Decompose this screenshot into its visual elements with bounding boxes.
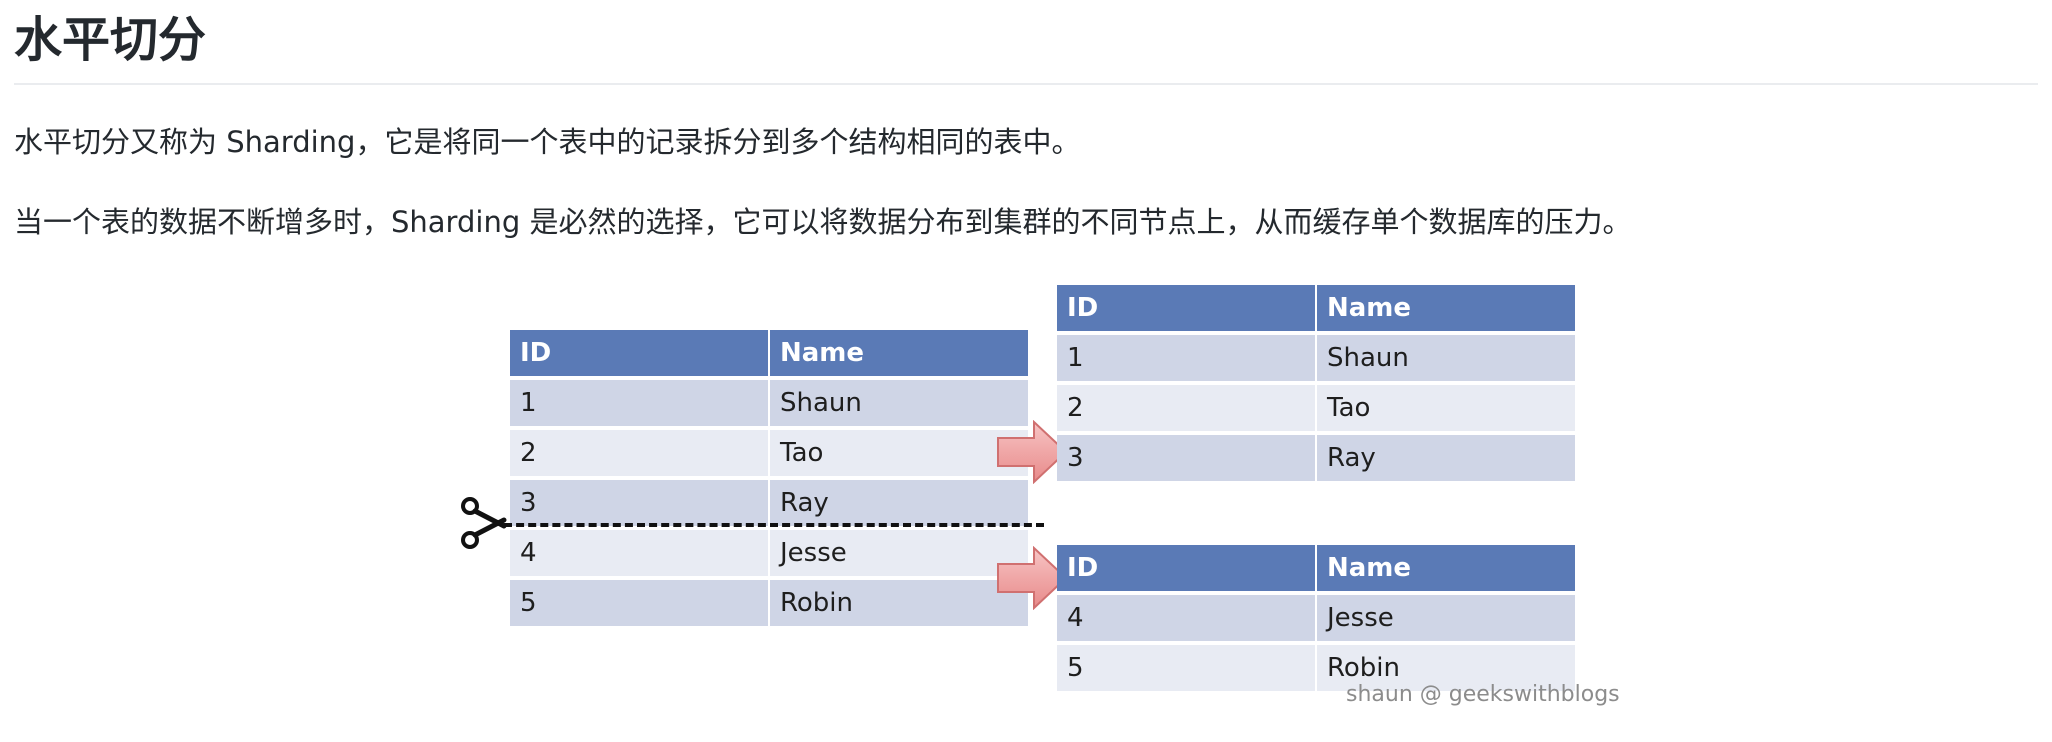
cell-name: Robin — [770, 580, 1028, 630]
cell-name: Tao — [770, 430, 1028, 480]
cell-id: 5 — [1057, 645, 1317, 695]
column-header-name: Name — [1317, 285, 1575, 335]
cell-id: 2 — [510, 430, 770, 480]
cell-name: Jesse — [1317, 595, 1575, 645]
source-table: ID Name 1 Shaun 2 Tao 3 Ray 4 Jesse 5 Ro… — [510, 330, 1028, 630]
heading-divider — [14, 83, 2038, 85]
cell-id: 3 — [1057, 435, 1317, 485]
table-row: 1 Shaun — [1057, 335, 1575, 385]
column-header-id: ID — [1057, 285, 1317, 335]
paragraph-2: 当一个表的数据不断增多时，Sharding 是必然的选择，它可以将数据分布到集群… — [14, 205, 1632, 239]
table-header-row: ID Name — [510, 330, 1028, 380]
column-header-id: ID — [510, 330, 770, 380]
section-heading: 水平切分 — [14, 12, 207, 68]
cell-name: Ray — [1317, 435, 1575, 485]
cell-id: 4 — [510, 530, 770, 580]
cell-id: 1 — [1057, 335, 1317, 385]
table-row: 5 Robin — [1057, 645, 1575, 695]
arrow-right-icon — [997, 546, 1068, 610]
shard-table-1: ID Name 1 Shaun 2 Tao 3 Ray — [1057, 285, 1575, 485]
table-row: 2 Tao — [510, 430, 1028, 480]
table-row: 5 Robin — [510, 580, 1028, 630]
column-header-name: Name — [770, 330, 1028, 380]
table-row: 1 Shaun — [510, 380, 1028, 430]
cell-id: 4 — [1057, 595, 1317, 645]
cell-name: Jesse — [770, 530, 1028, 580]
table-row: 3 Ray — [510, 480, 1028, 530]
image-watermark: shaun @ geekswithblogs — [1346, 682, 1620, 707]
cell-name: Ray — [770, 480, 1028, 530]
table-row: 2 Tao — [1057, 385, 1575, 435]
column-header-name: Name — [1317, 545, 1575, 595]
table-header-row: ID Name — [1057, 285, 1575, 335]
cell-id: 5 — [510, 580, 770, 630]
cell-name: Tao — [1317, 385, 1575, 435]
cell-name: Shaun — [1317, 335, 1575, 385]
cut-line — [504, 523, 1044, 527]
arrow-right-icon — [997, 420, 1068, 484]
cell-id: 1 — [510, 380, 770, 430]
shard-table-2: ID Name 4 Jesse 5 Robin — [1057, 545, 1575, 695]
scissors-icon — [461, 497, 507, 549]
table-row: 4 Jesse — [510, 530, 1028, 580]
cell-name: Robin — [1317, 645, 1575, 695]
cell-id: 2 — [1057, 385, 1317, 435]
sharding-diagram: ID Name 1 Shaun 2 Tao 3 Ray 4 Jesse 5 Ro… — [460, 282, 1620, 722]
column-header-id: ID — [1057, 545, 1317, 595]
table-header-row: ID Name — [1057, 545, 1575, 595]
table-row: 3 Ray — [1057, 435, 1575, 485]
cell-name: Shaun — [770, 380, 1028, 430]
cell-id: 3 — [510, 480, 770, 530]
paragraph-1: 水平切分又称为 Sharding，它是将同一个表中的记录拆分到多个结构相同的表中… — [14, 125, 1081, 159]
table-row: 4 Jesse — [1057, 595, 1575, 645]
